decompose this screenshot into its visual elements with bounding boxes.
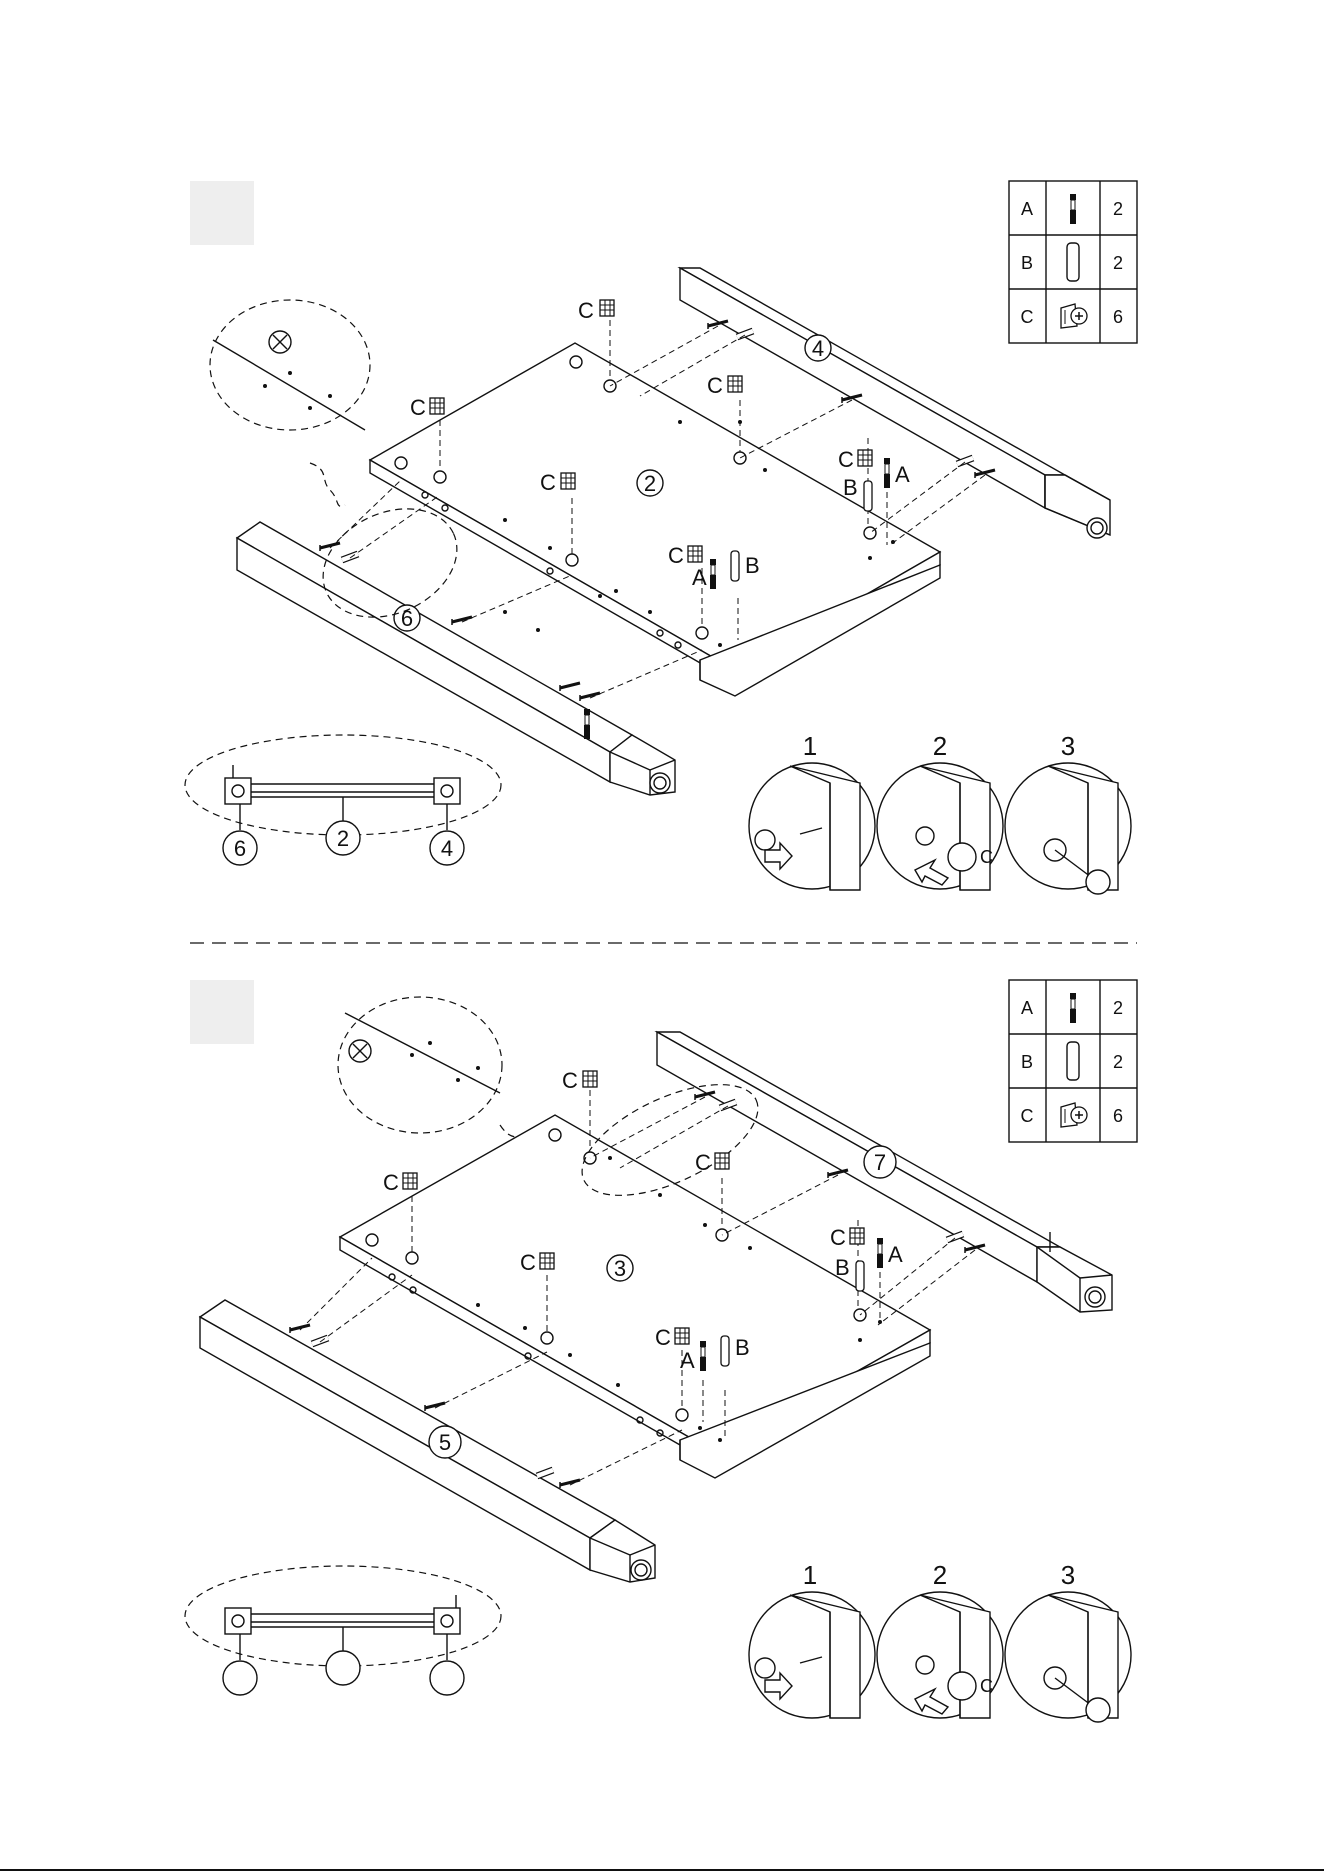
part-c-label: C bbox=[540, 470, 556, 495]
part-qty-c: 6 bbox=[1113, 307, 1123, 327]
rail-number-7: 7 bbox=[874, 1150, 886, 1175]
part-c-label: C bbox=[520, 1250, 536, 1275]
sub-step-c-label: C bbox=[980, 847, 993, 867]
part-c-label: C bbox=[383, 1170, 399, 1195]
part-qty-c: 6 bbox=[1113, 1106, 1123, 1126]
panel-number: 2 bbox=[644, 471, 656, 496]
sub-steps: 1 2 3 C bbox=[749, 731, 1131, 894]
part-c-label: C bbox=[707, 373, 723, 398]
part-qty-b: 2 bbox=[1113, 1052, 1123, 1072]
part-b-label: B bbox=[735, 1335, 750, 1360]
part-c-label: C bbox=[562, 1068, 578, 1093]
sub-step-number: 3 bbox=[1061, 1560, 1075, 1590]
rail-number-5: 5 bbox=[439, 1430, 451, 1455]
part-b-label: B bbox=[843, 475, 858, 500]
cam-bolt-icon bbox=[1070, 194, 1076, 224]
cross-section-detail: 6 2 4 bbox=[185, 735, 501, 865]
part-c-label: C bbox=[578, 298, 594, 323]
part-label-a: A bbox=[1021, 998, 1033, 1018]
sub-step-number: 2 bbox=[933, 731, 947, 761]
part-a-label: A bbox=[692, 565, 707, 590]
sub-step-c-label: C bbox=[980, 1676, 993, 1696]
cross-section-detail bbox=[185, 1566, 501, 1695]
detail-magnifier bbox=[210, 300, 370, 506]
part-c-label: C bbox=[830, 1225, 846, 1250]
panel-number: 3 bbox=[614, 1256, 626, 1281]
part-label-c: C bbox=[1021, 307, 1034, 327]
part-qty-a: 2 bbox=[1113, 998, 1123, 1018]
detail-magnifier bbox=[338, 997, 555, 1141]
part-b-label: B bbox=[745, 553, 760, 578]
wooden-dowel-icon bbox=[1067, 243, 1079, 281]
wooden-dowel-icon bbox=[1067, 1042, 1079, 1080]
part-c-label: C bbox=[655, 1325, 671, 1350]
part-label-a: A bbox=[1021, 199, 1033, 219]
part-qty-b: 2 bbox=[1113, 253, 1123, 273]
section-label: 4 bbox=[441, 836, 453, 861]
part-c-label: C bbox=[668, 543, 684, 568]
sub-step-number: 3 bbox=[1061, 731, 1075, 761]
cam-lock-nut-icon bbox=[1061, 304, 1087, 328]
part-label-b: B bbox=[1021, 253, 1033, 273]
part-a-label: A bbox=[680, 1348, 695, 1373]
parts-table: A B C 2 2 6 bbox=[1009, 181, 1137, 343]
part-c-label: C bbox=[695, 1150, 711, 1175]
sub-steps: 1 2 3 C bbox=[749, 1560, 1131, 1722]
rail-number-4: 4 bbox=[812, 336, 824, 361]
step-number-box bbox=[190, 181, 254, 245]
part-label-c: C bbox=[1021, 1106, 1034, 1126]
part-a-label: A bbox=[888, 1242, 903, 1267]
parts-table: A B C 2 2 6 bbox=[1009, 980, 1137, 1142]
section-label: 2 bbox=[337, 826, 349, 851]
part-c-label: C bbox=[838, 447, 854, 472]
cam-lock-nut-icon bbox=[1061, 1103, 1087, 1127]
sub-step-number: 1 bbox=[803, 731, 817, 761]
cam-bolt-icon bbox=[1070, 993, 1076, 1023]
part-b-label: B bbox=[835, 1255, 850, 1280]
part-label-b: B bbox=[1021, 1052, 1033, 1072]
step-number-box bbox=[190, 980, 254, 1044]
part-qty-a: 2 bbox=[1113, 199, 1123, 219]
sub-step-number: 2 bbox=[933, 1560, 947, 1590]
sub-step-number: 1 bbox=[803, 1560, 817, 1590]
part-c-label: C bbox=[410, 395, 426, 420]
section-label: 6 bbox=[234, 836, 246, 861]
part-a-label: A bbox=[895, 462, 910, 487]
